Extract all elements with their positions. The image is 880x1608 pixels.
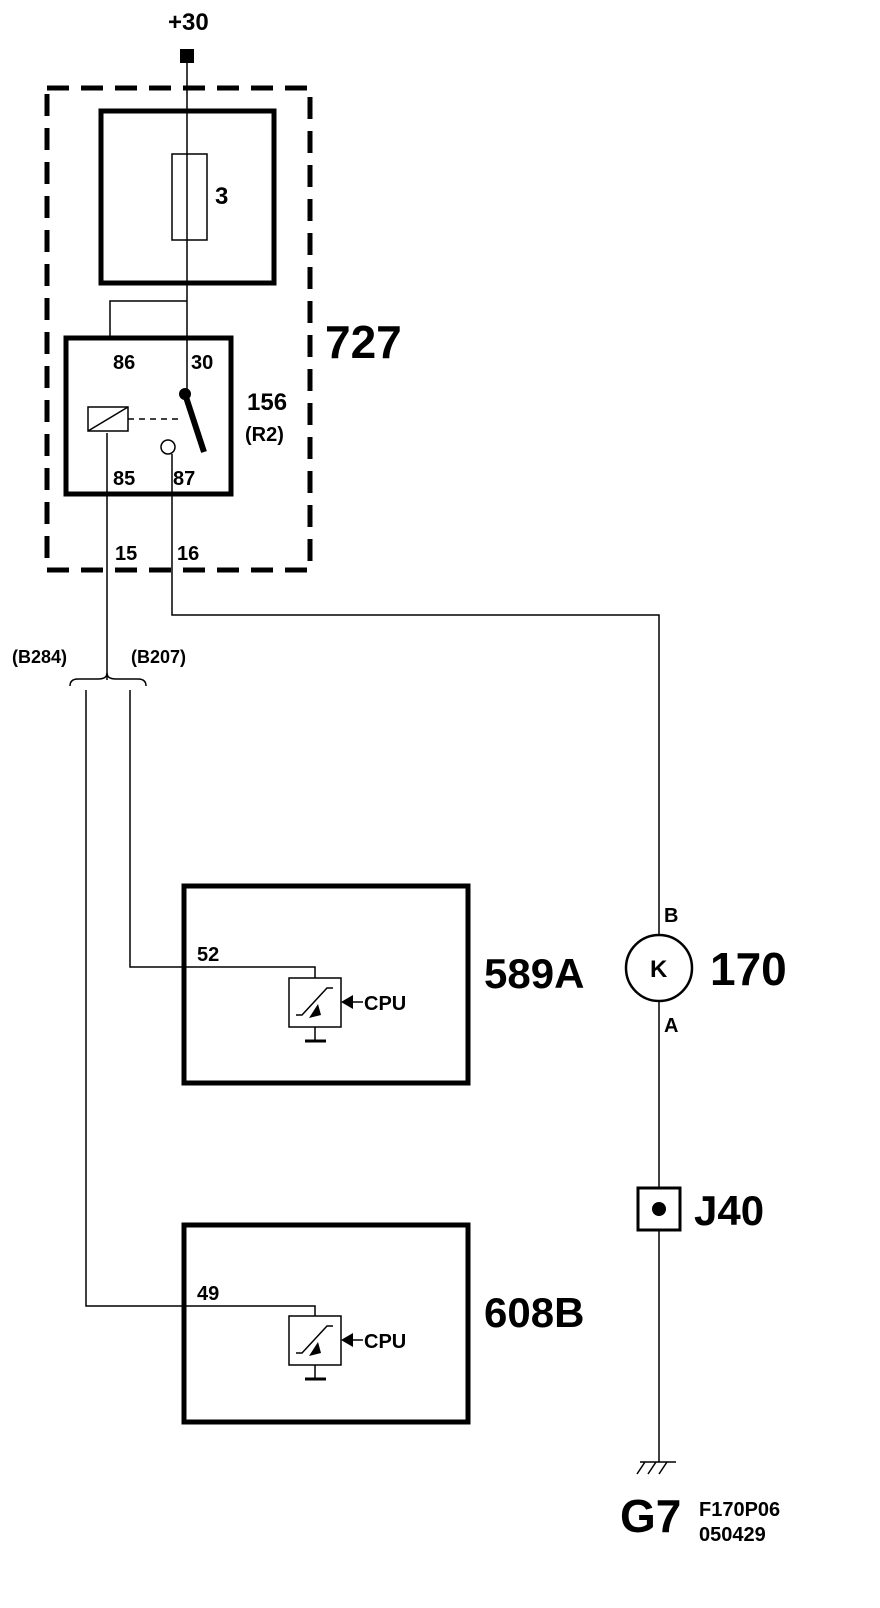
relay-switch-arm: [182, 393, 207, 453]
ecu-608b-transistor: [288, 1315, 342, 1366]
fuse-element: [171, 153, 208, 241]
power-terminal: [180, 49, 194, 63]
ecu-589a-transistor-arrow: [309, 1004, 321, 1018]
fuse-module: [98, 108, 277, 286]
wire-pin87-to-motor: [171, 454, 660, 938]
relay-coil-diagonal: [87, 406, 129, 432]
ecu-608b-label: 608B: [484, 1289, 584, 1336]
splice-right-label: (B207): [131, 647, 186, 667]
motor-pin-a: A: [664, 1015, 678, 1037]
relay-contact-87: [160, 439, 176, 455]
ecu-608b-pin: 49: [197, 1283, 219, 1305]
ecu-589a-cpu-label: CPU: [364, 993, 406, 1015]
ground-label: G7: [620, 1490, 681, 1542]
drawing-code-line2: 050429: [699, 1524, 766, 1546]
ecu-589a-box: [181, 883, 471, 1086]
ecu-608b-transistor-arrow: [309, 1342, 321, 1356]
splice-left-label: (B284): [12, 647, 67, 667]
box-pin-15: 15: [115, 543, 137, 565]
relay-pin-87: 87: [173, 468, 195, 490]
fuse-label: 3: [215, 183, 228, 210]
ecu-608b-cpu-arrow: [341, 1333, 353, 1347]
wire-to-589a: [129, 690, 316, 978]
ecu-589a-transistor: [288, 977, 342, 1028]
ecu-608b-cpu-label: CPU: [364, 1331, 406, 1353]
connector-j40-dot: [652, 1202, 666, 1216]
motor-k-label: K: [650, 956, 668, 983]
ecu-608b-transistor-symbol: [296, 1325, 333, 1354]
ecu-589a-cpu-arrow: [341, 995, 353, 1009]
motor-label: 170: [710, 943, 787, 995]
connector-label: J40: [694, 1187, 764, 1234]
motor-pin-b: B: [664, 905, 678, 927]
drawing-code-line1: F170P06: [699, 1499, 780, 1521]
wire-to-608b: [85, 690, 316, 1316]
ecu-589a-pin: 52: [197, 944, 219, 966]
relay-label: 156: [247, 389, 287, 416]
fuse-box-label: 727: [325, 316, 402, 368]
box-pin-16: 16: [177, 543, 199, 565]
splice-brace: [69, 672, 147, 687]
coil-feed-wire: [109, 300, 187, 338]
relay-body: [63, 335, 234, 497]
ecu-589a-label: 589A: [484, 950, 584, 997]
relay-pin-86: 86: [113, 352, 135, 374]
ecu-589a-transistor-symbol: [296, 987, 333, 1016]
relay-pin-30: 30: [191, 352, 213, 374]
ground-symbol-hatch-3: [658, 1461, 668, 1475]
ground-symbol-hatch-2: [647, 1461, 657, 1475]
ecu-608b-box: [181, 1222, 471, 1425]
relay-sublabel: (R2): [245, 424, 284, 446]
power-label: +30: [168, 9, 209, 36]
relay-pin-85: 85: [113, 468, 135, 490]
ground-symbol-hatch-1: [636, 1461, 646, 1475]
